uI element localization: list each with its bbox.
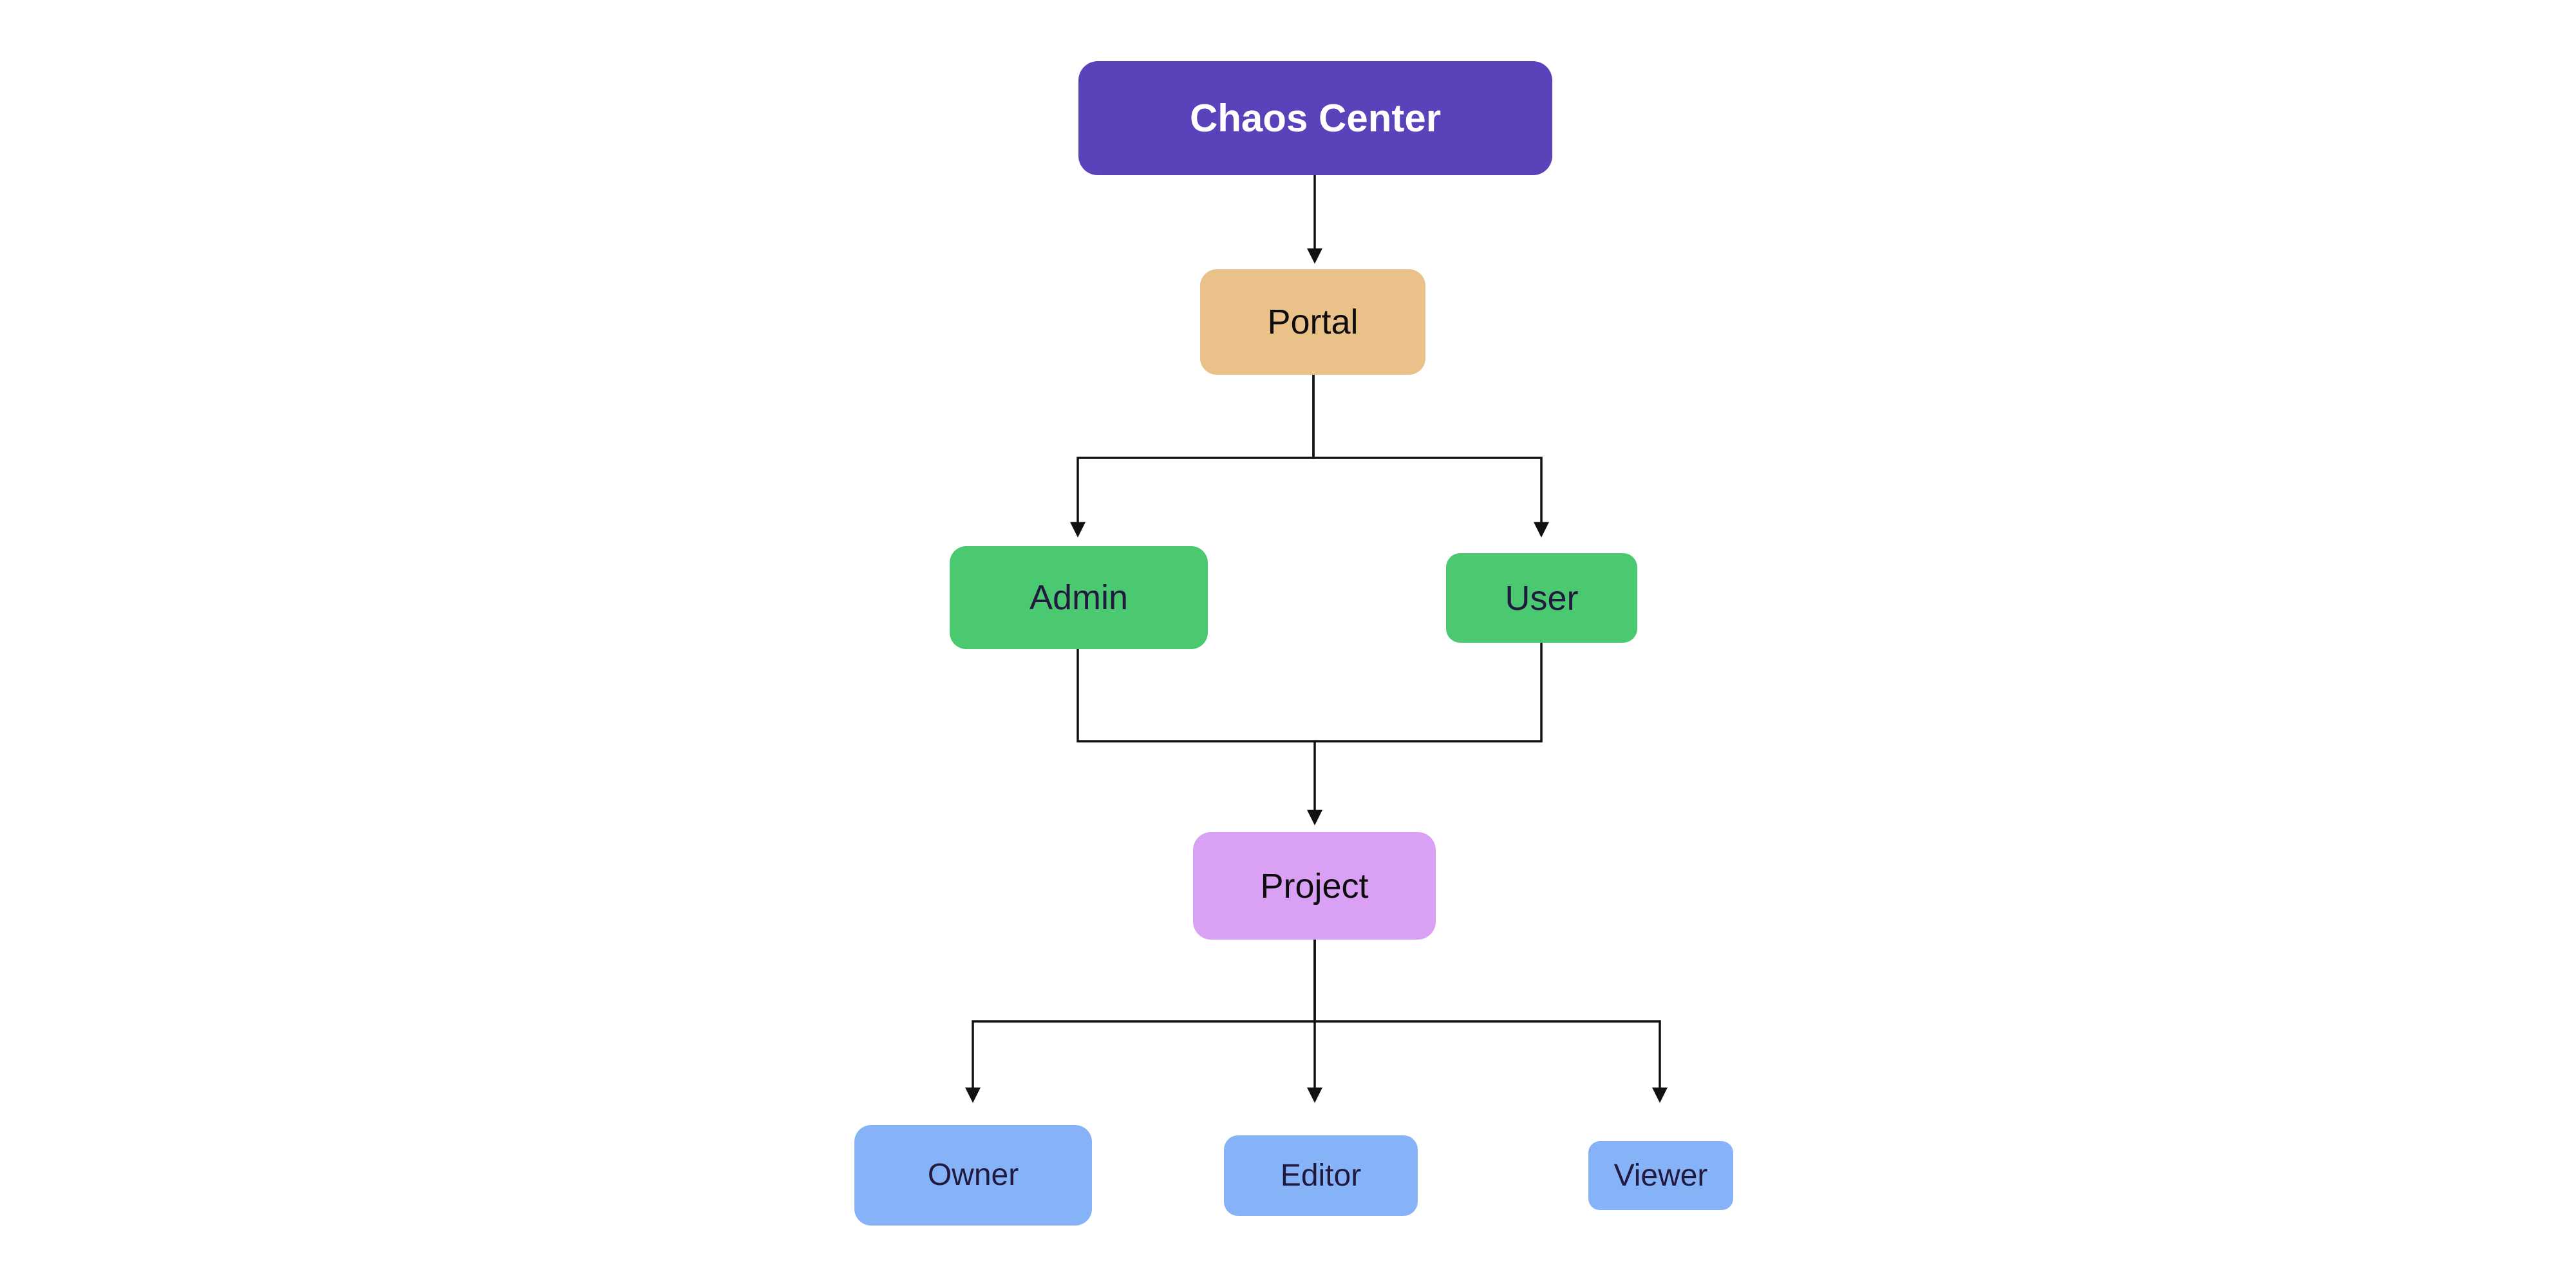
node-user: User: [1446, 553, 1637, 643]
edge-user-to-project: [1315, 643, 1543, 743]
node-admin: Admin: [950, 546, 1208, 649]
edge-portal-to-admin: [1070, 375, 1315, 538]
node-editor: Editor: [1224, 1135, 1418, 1216]
edge-admin-to-project: [1076, 649, 1322, 826]
node-portal: Portal: [1200, 269, 1425, 375]
node-chaos-center: Chaos Center: [1078, 61, 1552, 175]
edge-project-to-owner: [965, 940, 1316, 1103]
edge-project-to-viewer: [1313, 940, 1668, 1103]
node-viewer: Viewer: [1588, 1141, 1733, 1210]
edge-portal-to-user: [1312, 375, 1549, 538]
node-owner: Owner: [854, 1125, 1092, 1226]
node-project: Project: [1193, 832, 1436, 940]
